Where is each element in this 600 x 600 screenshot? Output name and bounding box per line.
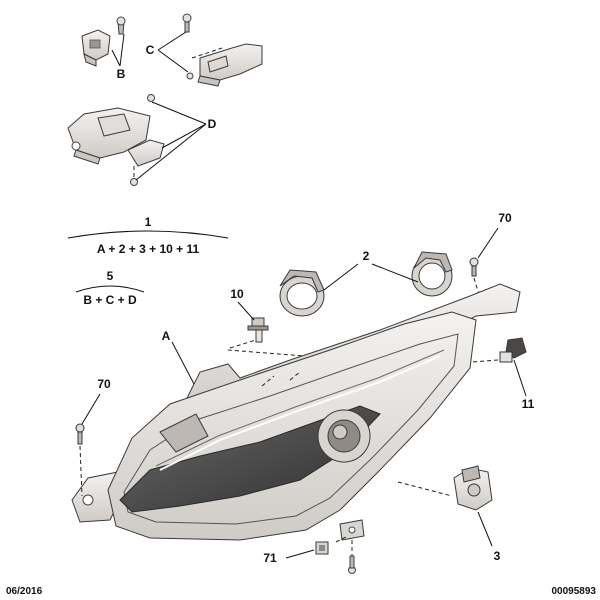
formula-5-ref: 5	[107, 269, 114, 283]
ring-2-right	[411, 251, 453, 297]
leader-71	[285, 549, 315, 559]
callout-10: 10	[230, 287, 244, 301]
dark-trim-band	[119, 405, 381, 513]
leader-71-dashed	[335, 535, 353, 556]
formula-assembly-1: 1 A + 2 + 3 + 10 + 11	[67, 215, 229, 256]
leader-3-dashed	[397, 481, 453, 497]
leader-70-right	[477, 227, 499, 259]
screw-70-left-part	[75, 423, 85, 445]
headlamp-assembly-a	[71, 283, 521, 541]
leader-b	[111, 33, 125, 67]
callout-11: 11	[522, 397, 535, 411]
bulb-11-part	[499, 337, 527, 363]
callout-b: B	[117, 67, 126, 81]
leader-11	[513, 359, 527, 397]
bracket-b-part	[81, 16, 126, 67]
leader-a	[171, 341, 195, 385]
bulb-10-part	[247, 317, 269, 343]
formula-5-brace	[75, 285, 145, 293]
bracket-d-part	[67, 94, 165, 186]
leader-11-dashed	[471, 359, 499, 363]
footer-diagram-id: 00095893	[552, 586, 597, 597]
callout-2: 2	[363, 249, 370, 263]
leveling-motor-3-part	[453, 465, 493, 511]
housing-dashes	[261, 371, 301, 387]
formula-1-expression: A + 2 + 3 + 10 + 11	[97, 242, 200, 256]
leader-10	[237, 301, 255, 321]
leader-c	[157, 31, 189, 73]
formula-assembly-5: 5 B + C + D	[75, 269, 145, 307]
callout-71: 71	[263, 551, 277, 565]
callout-c: C	[146, 43, 155, 57]
clip-71-part	[315, 541, 356, 574]
callout-a: A	[162, 329, 171, 343]
leader-70-left	[81, 393, 101, 425]
leader-2	[323, 263, 419, 291]
formula-1-brace	[67, 230, 229, 239]
leader-c-dashed	[191, 47, 223, 59]
footer-date: 06/2016	[6, 586, 43, 597]
callout-3: 3	[494, 549, 501, 563]
bracket-c-part	[182, 13, 263, 87]
leader-3	[477, 511, 493, 547]
callout-70-left: 70	[97, 377, 111, 391]
screw-70-right-part	[469, 257, 479, 277]
formula-1-ref: 1	[145, 215, 152, 229]
leader-d	[135, 101, 207, 181]
leader-70-left-dashed	[79, 445, 83, 497]
formula-5-expression: B + C + D	[83, 293, 137, 307]
callout-d: D	[208, 117, 217, 131]
ring-2-left	[279, 269, 325, 317]
callout-70-right: 70	[498, 211, 512, 225]
